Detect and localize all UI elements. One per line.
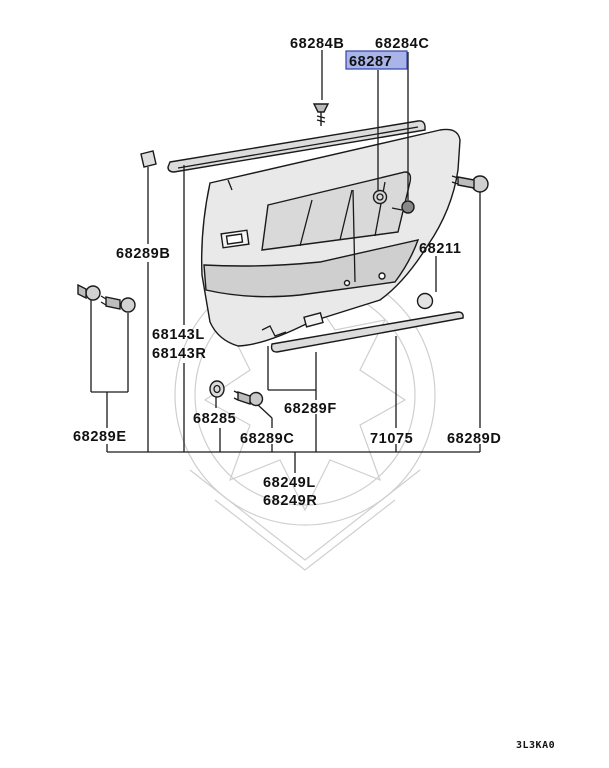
label-68284C: 68284C <box>375 36 429 52</box>
label-68143R: 68143R <box>152 346 206 362</box>
label-68249R: 68249R <box>263 493 317 509</box>
label-71075: 71075 <box>370 431 413 447</box>
label-68143L: 68143L <box>152 327 205 343</box>
cap-68287 <box>372 189 388 205</box>
label-68285: 68285 <box>193 411 236 427</box>
grommet-68285 <box>209 380 225 398</box>
lower-weatherstrip <box>270 311 464 353</box>
door-trim-panel <box>200 128 461 347</box>
label-68289C: 68289C <box>240 431 294 447</box>
label-68289F: 68289F <box>284 401 337 417</box>
screw-68284C <box>391 200 415 214</box>
clip-68289C <box>233 390 264 407</box>
label-68211: 68211 <box>419 241 462 257</box>
clips-68289E <box>77 283 136 313</box>
screw-68284B <box>312 103 330 126</box>
label-68284B: 68284B <box>290 36 344 52</box>
diagram-code: 3L3KA0 <box>516 740 555 751</box>
label-68287: 68287 <box>349 54 392 70</box>
label-68289D: 68289D <box>447 431 501 447</box>
label-68289B: 68289B <box>116 246 170 262</box>
plug-68211 <box>416 292 434 310</box>
clip-68289D <box>451 175 489 193</box>
leader-lines <box>90 50 481 473</box>
clip-68289B <box>140 150 157 168</box>
label-68289E: 68289E <box>73 429 127 445</box>
highlight-68287 <box>345 50 408 70</box>
label-68249L: 68249L <box>263 475 316 491</box>
